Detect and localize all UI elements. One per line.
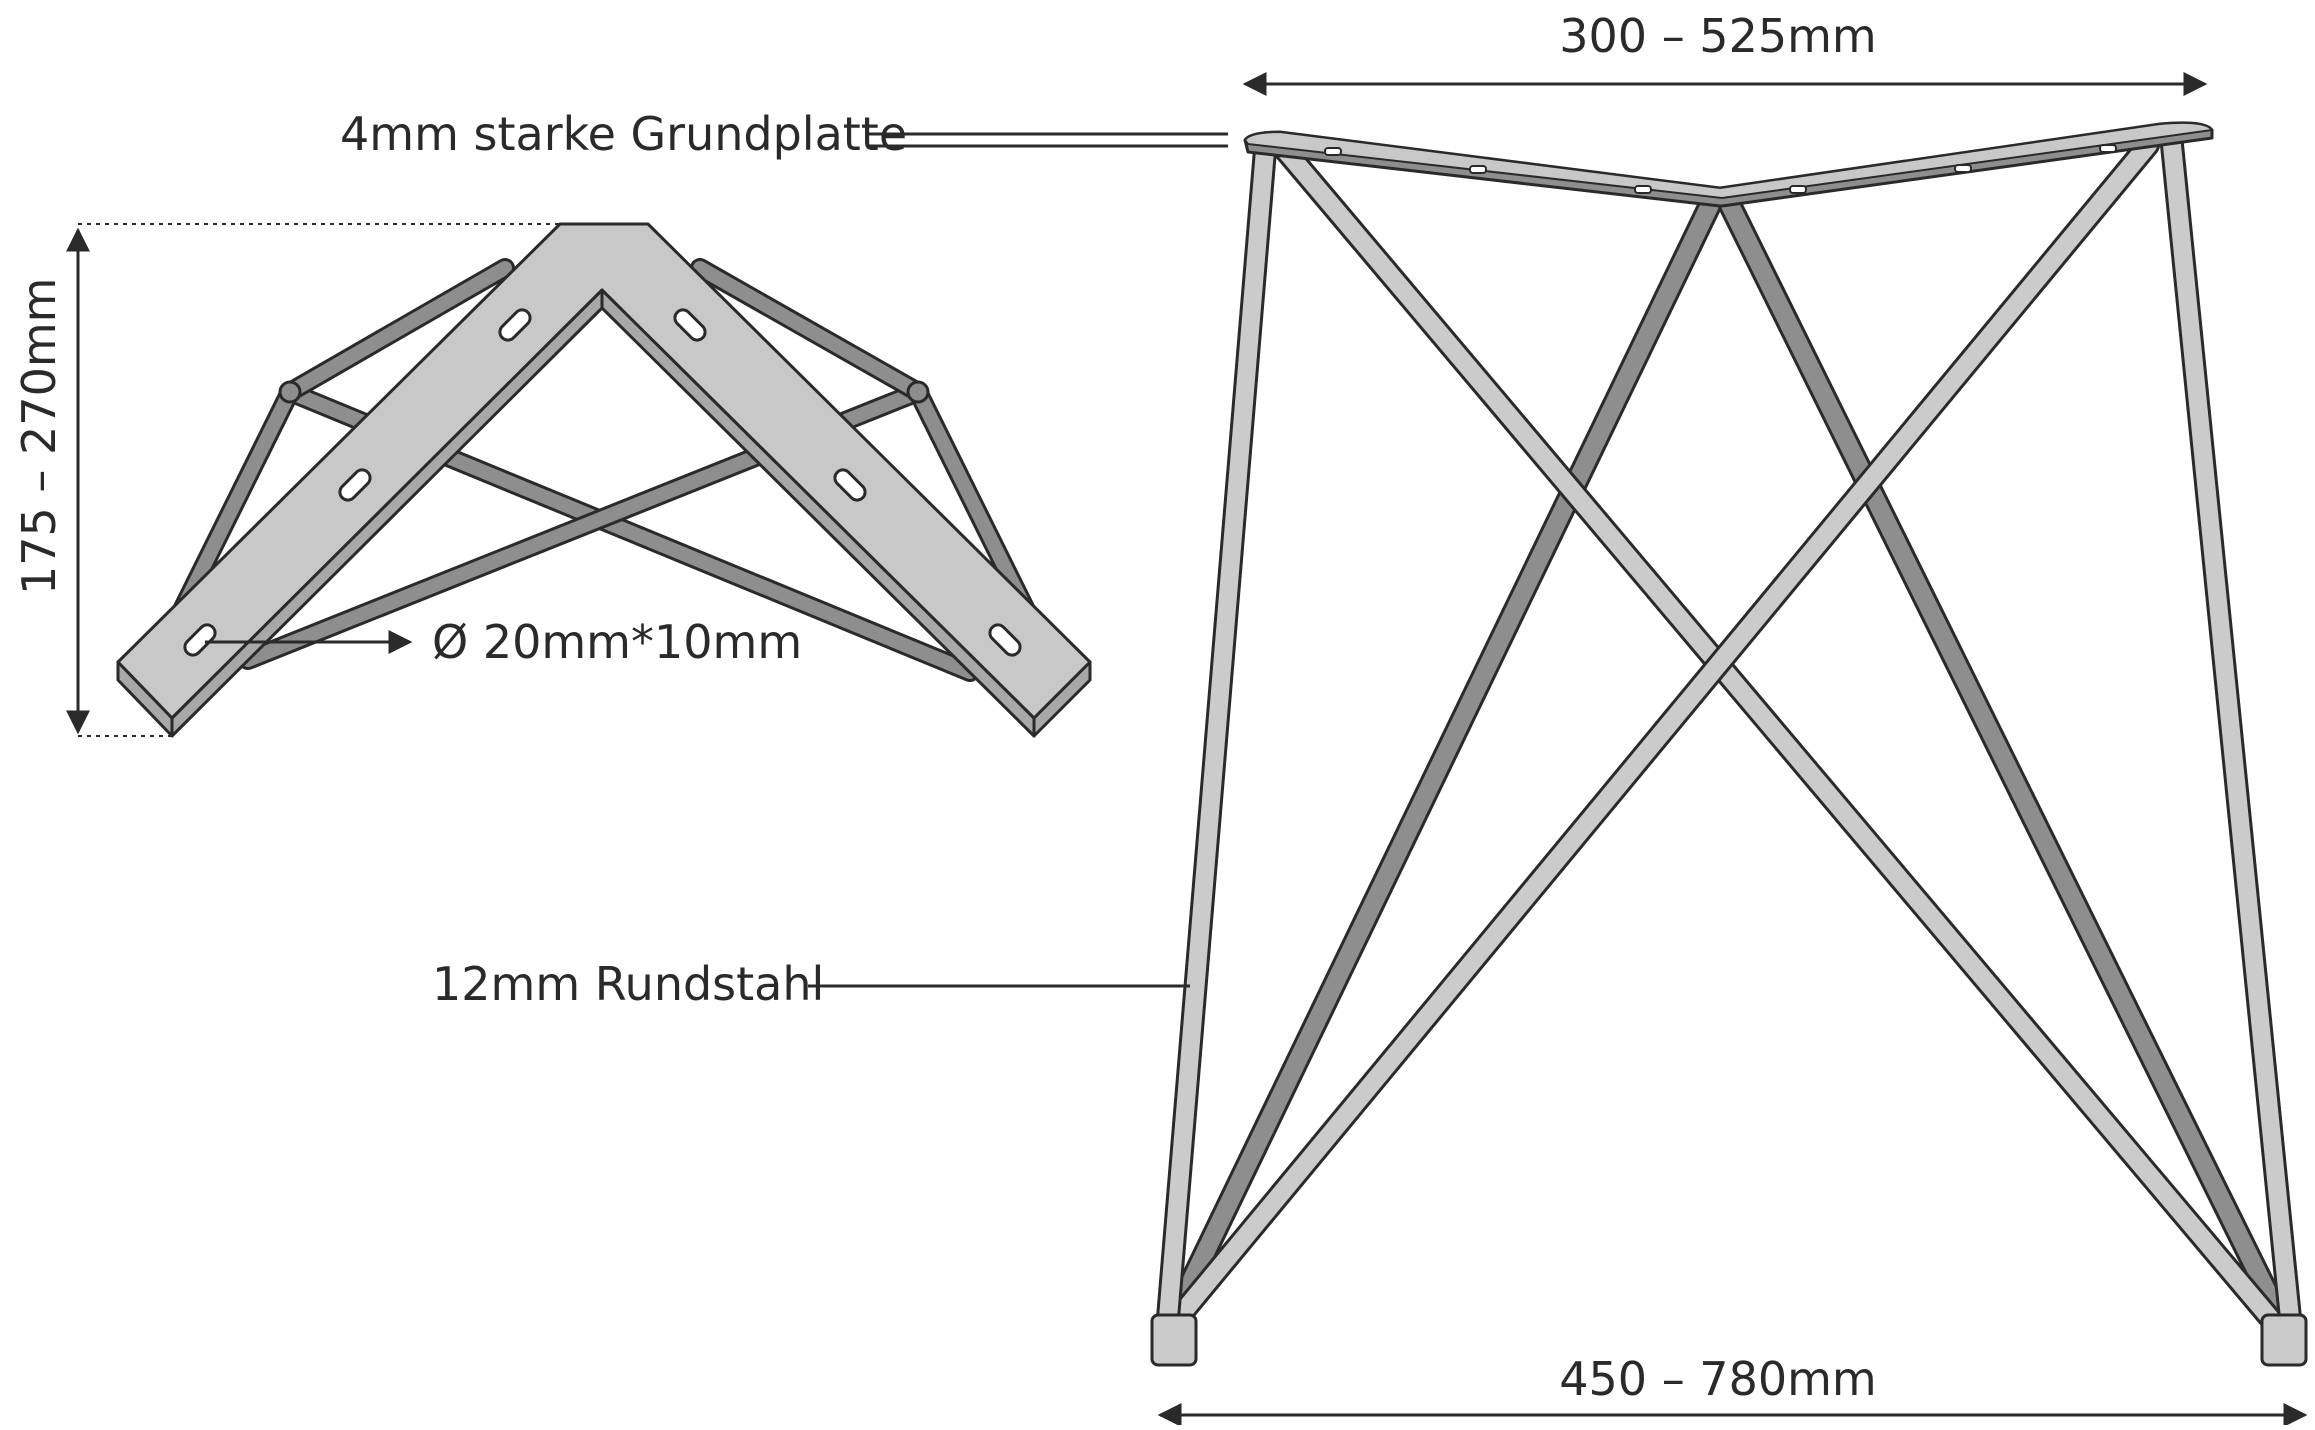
bottom-width-label: 450 – 780mm: [1559, 1352, 1876, 1406]
feet: [1150, 1313, 2308, 1367]
leg-front-view: 300 – 525mm 4mm starke Grundplatte: [340, 9, 2308, 1427]
steel-label: 12mm Rundstahl: [432, 957, 824, 1011]
base-plate: [116, 222, 1092, 720]
top-width-label: 300 – 525mm: [1559, 9, 1876, 63]
base-plate-view: 175 – 270mm: [12, 222, 1092, 738]
hole-label: Ø 20mm*10mm: [432, 615, 802, 669]
leg-rods: [1156, 133, 2302, 1330]
foot-right: [2260, 1313, 2308, 1367]
plate-rods: [168, 258, 1040, 682]
foot-left: [1150, 1313, 1198, 1367]
plate-label: 4mm starke Grundplatte: [340, 107, 907, 161]
height-label: 175 – 270mm: [12, 278, 66, 595]
